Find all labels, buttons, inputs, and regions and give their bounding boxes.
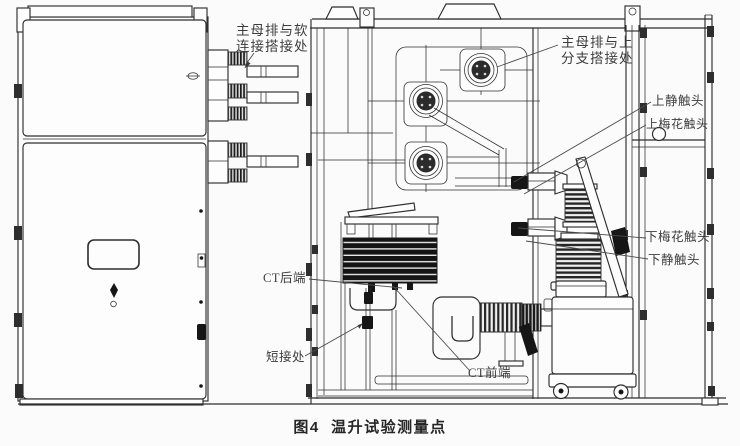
label-line: 分支搭接处	[561, 50, 634, 66]
label-line: 主母排与软	[236, 23, 309, 38]
insulator-bell	[555, 238, 602, 283]
current-transformer	[340, 202, 481, 390]
label-short-circuit-joint: 短接处	[266, 350, 306, 364]
leader-lines	[244, 44, 652, 372]
figure-caption: 图4 温升试验测量点	[293, 419, 447, 436]
main-cabinet-frame	[18, 3, 728, 406]
left-cabinet	[14, 5, 209, 406]
upper-plum-contact-mark	[651, 126, 667, 142]
lifting-lug	[437, 3, 502, 20]
label-lower-plum-contact: 下梅花触头	[645, 230, 711, 244]
short-circuit-point	[362, 316, 373, 329]
ct-body	[342, 237, 438, 284]
bushing-plate	[368, 28, 540, 192]
operating-arm	[575, 156, 629, 298]
upper-contact-block	[511, 176, 528, 189]
lower-contact-block	[511, 222, 528, 236]
label-main-busbar-soft: 主母排与软 连接搭接处	[236, 23, 309, 54]
label-main-busbar-branch: 主母排与上 分支搭接处	[561, 35, 634, 66]
bushing-middle	[403, 81, 448, 127]
label-ct-rear: CT后端	[263, 271, 306, 285]
main-busbar-stubs	[207, 49, 299, 184]
label-upper-plum-contact: 上梅花触头	[646, 117, 709, 131]
label-upper-static-contact: 上静触头	[652, 94, 705, 108]
breaker-pole	[511, 156, 630, 298]
label-line: 连接搭接处	[236, 38, 309, 54]
soft-connection-joint	[227, 51, 248, 66]
bushing-bottom	[404, 141, 448, 185]
label-ct-front: CT前端	[468, 366, 511, 380]
bushing-top-branch	[459, 48, 506, 92]
door-handle	[110, 283, 118, 298]
breaker-trolley	[543, 280, 637, 400]
lifting-lug	[325, 6, 359, 20]
label-line: 主母排与上	[561, 35, 634, 50]
label-lower-static-contact: 下静触头	[648, 253, 701, 267]
lower-bushing	[318, 302, 554, 397]
